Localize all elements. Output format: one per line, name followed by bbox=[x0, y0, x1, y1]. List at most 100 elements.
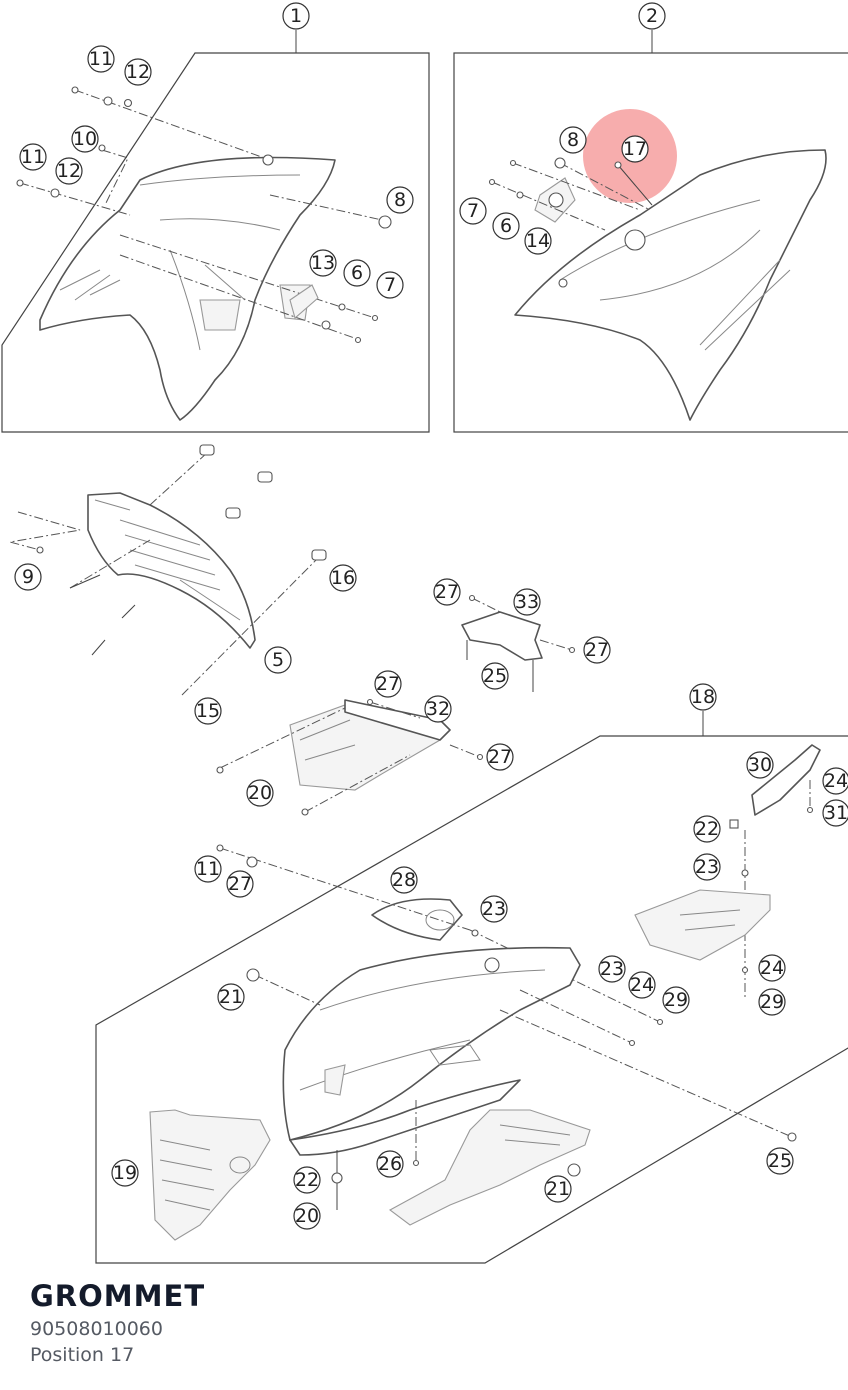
svg-text:5: 5 bbox=[272, 649, 284, 671]
fairing-left bbox=[39, 156, 336, 421]
callout-6[interactable]: 6 bbox=[343, 259, 371, 287]
callout-1[interactable]: 1 bbox=[282, 2, 310, 30]
callout-14[interactable]: 14 bbox=[524, 227, 552, 255]
callout-25[interactable]: 25 bbox=[481, 662, 509, 690]
callout-20[interactable]: 20 bbox=[293, 1202, 321, 1230]
callout-27[interactable]: 27 bbox=[486, 743, 514, 771]
svg-text:6: 6 bbox=[351, 262, 363, 284]
callout-32[interactable]: 32 bbox=[424, 695, 452, 723]
callout-27[interactable]: 27 bbox=[374, 670, 402, 698]
callout-21[interactable]: 21 bbox=[217, 983, 245, 1011]
callout-12[interactable]: 12 bbox=[55, 157, 83, 185]
callout-17[interactable]: 17 bbox=[621, 135, 649, 163]
callout-15[interactable]: 15 bbox=[194, 697, 222, 725]
callout-11[interactable]: 11 bbox=[194, 855, 222, 883]
callout-29[interactable]: 29 bbox=[662, 986, 690, 1014]
svg-text:11: 11 bbox=[21, 146, 45, 168]
svg-text:1: 1 bbox=[290, 5, 302, 27]
callout-7[interactable]: 7 bbox=[376, 271, 404, 299]
svg-text:17: 17 bbox=[623, 138, 647, 160]
svg-text:15: 15 bbox=[196, 700, 220, 722]
callout-22[interactable]: 22 bbox=[293, 1166, 321, 1194]
svg-text:8: 8 bbox=[394, 189, 406, 211]
callout-30[interactable]: 30 bbox=[746, 751, 774, 779]
callout-22[interactable]: 22 bbox=[693, 815, 721, 843]
callout-25[interactable]: 25 bbox=[766, 1147, 794, 1175]
callout-33[interactable]: 33 bbox=[513, 588, 541, 616]
callout-20[interactable]: 20 bbox=[246, 779, 274, 807]
svg-text:6: 6 bbox=[500, 215, 512, 237]
callout-19[interactable]: 19 bbox=[111, 1159, 139, 1187]
svg-text:21: 21 bbox=[219, 986, 243, 1008]
svg-text:11: 11 bbox=[89, 48, 113, 70]
svg-text:20: 20 bbox=[295, 1205, 319, 1227]
callout-27[interactable]: 27 bbox=[226, 870, 254, 898]
svg-text:24: 24 bbox=[824, 770, 848, 792]
callout-28[interactable]: 28 bbox=[390, 866, 418, 894]
svg-text:8: 8 bbox=[567, 129, 579, 151]
callout-21[interactable]: 21 bbox=[544, 1175, 572, 1203]
svg-text:16: 16 bbox=[331, 567, 355, 589]
callout-8[interactable]: 8 bbox=[559, 126, 587, 154]
fasteners-group-2 bbox=[488, 157, 653, 231]
svg-text:32: 32 bbox=[426, 698, 450, 720]
svg-text:18: 18 bbox=[691, 686, 715, 708]
grille-part-5 bbox=[9, 444, 327, 696]
callout-12[interactable]: 12 bbox=[124, 58, 152, 86]
svg-text:24: 24 bbox=[630, 974, 654, 996]
svg-text:10: 10 bbox=[73, 128, 97, 150]
callout-2[interactable]: 2 bbox=[638, 2, 666, 30]
callout-6[interactable]: 6 bbox=[492, 212, 520, 240]
svg-text:29: 29 bbox=[760, 991, 784, 1013]
callout-11[interactable]: 11 bbox=[87, 45, 115, 73]
svg-text:7: 7 bbox=[384, 274, 396, 296]
svg-text:11: 11 bbox=[196, 858, 220, 880]
svg-text:27: 27 bbox=[488, 746, 512, 768]
part-name: GROMMET bbox=[30, 1279, 206, 1313]
svg-text:25: 25 bbox=[768, 1150, 792, 1172]
svg-text:2: 2 bbox=[646, 5, 658, 27]
callout-24[interactable]: 24 bbox=[628, 971, 656, 999]
callout-26[interactable]: 26 bbox=[376, 1150, 404, 1178]
callout-27[interactable]: 27 bbox=[433, 578, 461, 606]
svg-text:27: 27 bbox=[376, 673, 400, 695]
callout-23[interactable]: 23 bbox=[693, 853, 721, 881]
group-18-frame bbox=[95, 735, 848, 1264]
callout-29[interactable]: 29 bbox=[758, 988, 786, 1016]
part-info-panel: GROMMET 90508010060 Position 17 bbox=[30, 1276, 205, 1368]
callout-7[interactable]: 7 bbox=[459, 197, 487, 225]
svg-text:24: 24 bbox=[760, 957, 784, 979]
tray-part-32 bbox=[216, 698, 484, 816]
svg-text:22: 22 bbox=[295, 1169, 319, 1191]
svg-text:23: 23 bbox=[695, 856, 719, 878]
callout-18[interactable]: 18 bbox=[689, 683, 717, 711]
svg-text:19: 19 bbox=[113, 1162, 137, 1184]
callout-11[interactable]: 11 bbox=[19, 143, 47, 171]
callout-24[interactable]: 24 bbox=[758, 954, 786, 982]
group-1-frame bbox=[1, 52, 430, 433]
callout-8[interactable]: 8 bbox=[386, 186, 414, 214]
svg-text:30: 30 bbox=[748, 754, 772, 776]
svg-text:12: 12 bbox=[57, 160, 81, 182]
callout-23[interactable]: 23 bbox=[480, 895, 508, 923]
svg-text:27: 27 bbox=[585, 639, 609, 661]
callout-10[interactable]: 10 bbox=[71, 125, 99, 153]
svg-text:23: 23 bbox=[482, 898, 506, 920]
callout-23[interactable]: 23 bbox=[598, 955, 626, 983]
svg-text:27: 27 bbox=[435, 581, 459, 603]
side-panel-right bbox=[514, 149, 827, 421]
svg-text:9: 9 bbox=[22, 566, 34, 588]
callout-5[interactable]: 5 bbox=[264, 646, 292, 674]
group-2-frame bbox=[453, 52, 848, 433]
callout-16[interactable]: 16 bbox=[329, 564, 357, 592]
svg-text:27: 27 bbox=[228, 873, 252, 895]
callout-9[interactable]: 9 bbox=[14, 563, 42, 591]
svg-text:26: 26 bbox=[378, 1153, 402, 1175]
svg-text:7: 7 bbox=[467, 200, 479, 222]
callout-27[interactable]: 27 bbox=[583, 636, 611, 664]
callout-24[interactable]: 24 bbox=[822, 767, 848, 795]
rear-tail-part bbox=[246, 946, 797, 1142]
callout-31[interactable]: 31 bbox=[822, 799, 848, 827]
callout-13[interactable]: 13 bbox=[309, 249, 337, 277]
bracket-part-33 bbox=[461, 594, 576, 692]
